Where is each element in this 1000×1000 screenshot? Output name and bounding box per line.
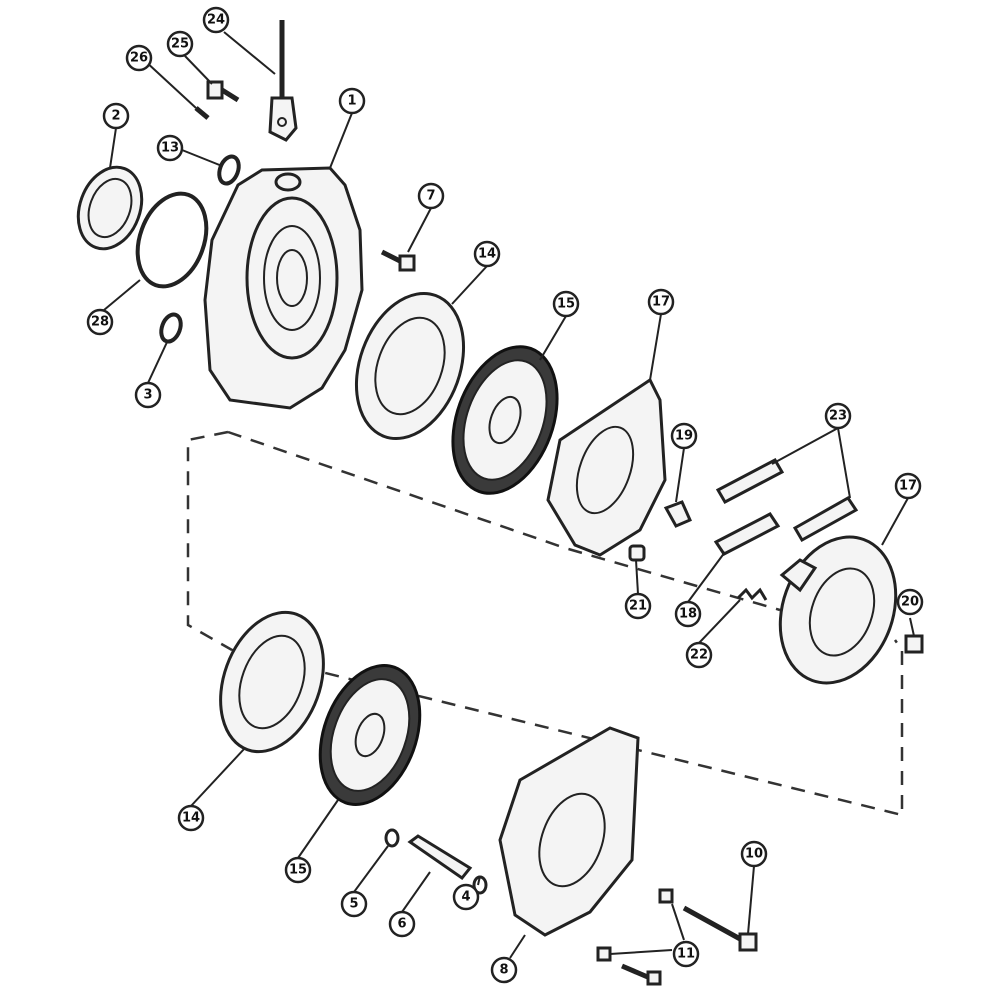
pin-part-26 xyxy=(194,106,210,120)
callout-14-upper: 14 xyxy=(473,240,501,268)
svg-text:13: 13 xyxy=(161,141,179,156)
screw-part-19 xyxy=(663,500,692,528)
callout-23: 23 xyxy=(824,402,852,430)
callout-5: 5 xyxy=(340,890,368,918)
rod-clevis-part-24 xyxy=(268,20,298,142)
plate-part-17-upper xyxy=(546,377,667,557)
disc-part-15-upper xyxy=(451,345,559,495)
svg-text:26: 26 xyxy=(130,51,148,66)
svg-text:4: 4 xyxy=(461,890,470,905)
callout-10: 10 xyxy=(740,840,768,868)
callout-20: 20 xyxy=(896,588,924,616)
housing-part-1 xyxy=(203,166,364,410)
svg-text:22: 22 xyxy=(690,648,708,663)
svg-text:6: 6 xyxy=(397,917,406,932)
svg-text:23: 23 xyxy=(829,409,847,424)
callout-18: 18 xyxy=(674,600,702,628)
nut-part-20 xyxy=(904,634,924,654)
seal-part-2 xyxy=(76,165,144,251)
ring-part-3 xyxy=(159,312,183,344)
ring-part-5 xyxy=(384,828,400,848)
links-part-23 xyxy=(713,458,859,556)
svg-text:3: 3 xyxy=(143,388,152,403)
callout-1: 1 xyxy=(338,87,366,115)
svg-text:11: 11 xyxy=(677,947,695,962)
assembly-dashed-line xyxy=(186,430,904,817)
pin-part-21 xyxy=(628,544,646,562)
svg-text:7: 7 xyxy=(426,189,435,204)
svg-text:28: 28 xyxy=(91,315,109,330)
fasteners-part-11 xyxy=(596,888,674,986)
bolt-part-10 xyxy=(682,905,758,952)
callout-13: 13 xyxy=(156,134,184,162)
callout-26: 26 xyxy=(125,44,153,72)
o-ring-part-28 xyxy=(135,191,209,289)
callout-17-upper: 17 xyxy=(647,288,675,316)
svg-text:10: 10 xyxy=(745,847,763,862)
svg-text:5: 5 xyxy=(349,897,358,912)
callout-28: 28 xyxy=(86,308,114,336)
plate-part-17-lower xyxy=(778,535,898,685)
svg-text:2: 2 xyxy=(111,109,120,124)
callout-11: 11 xyxy=(672,940,700,968)
svg-text:20: 20 xyxy=(901,595,919,610)
callout-15-upper: 15 xyxy=(552,290,580,318)
shaft-part-6 xyxy=(407,834,473,881)
bolt-part-25 xyxy=(206,80,240,103)
callout-3: 3 xyxy=(134,381,162,409)
callout-4: 4 xyxy=(452,883,480,911)
svg-text:17: 17 xyxy=(899,479,917,494)
callout-19: 19 xyxy=(670,422,698,450)
svg-text:21: 21 xyxy=(629,599,647,614)
svg-text:15: 15 xyxy=(289,863,307,878)
svg-text:25: 25 xyxy=(171,37,189,52)
bolt-part-7 xyxy=(380,249,416,272)
svg-text:18: 18 xyxy=(679,607,697,622)
svg-text:14: 14 xyxy=(478,247,496,262)
svg-text:19: 19 xyxy=(675,429,693,444)
svg-text:17: 17 xyxy=(652,295,670,310)
svg-text:8: 8 xyxy=(499,963,508,978)
callout-2: 2 xyxy=(102,102,130,130)
callout-15-lower: 15 xyxy=(284,856,312,884)
cover-part-8 xyxy=(498,726,640,937)
callout-17-lower: 17 xyxy=(894,472,922,500)
disc-part-15-lower xyxy=(318,664,422,806)
callout-22: 22 xyxy=(685,641,713,669)
callout-8: 8 xyxy=(490,956,518,984)
plate-part-14-upper xyxy=(354,291,466,441)
svg-text:24: 24 xyxy=(207,13,225,28)
callout-14-lower: 14 xyxy=(177,804,205,832)
leader-lines xyxy=(103,31,915,959)
callout-25: 25 xyxy=(166,30,194,58)
spring-part-22 xyxy=(736,587,768,601)
assembly-dashed-line-upper xyxy=(227,430,781,612)
callout-6: 6 xyxy=(388,910,416,938)
callout-7: 7 xyxy=(417,182,445,210)
svg-text:1: 1 xyxy=(347,94,356,109)
svg-text:15: 15 xyxy=(557,297,575,312)
callout-24: 24 xyxy=(202,6,230,34)
ring-part-13 xyxy=(217,154,241,186)
plate-part-14-lower xyxy=(219,610,325,754)
svg-text:14: 14 xyxy=(182,811,200,826)
callout-21: 21 xyxy=(624,592,652,620)
